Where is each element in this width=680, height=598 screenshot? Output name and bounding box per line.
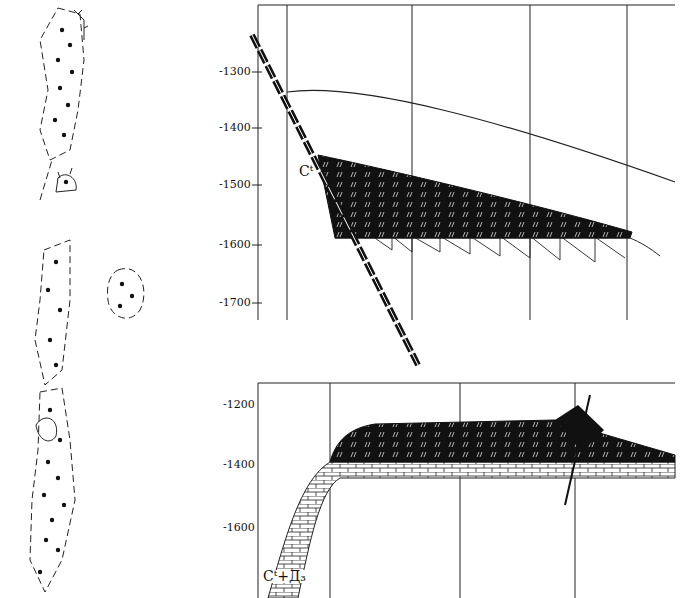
depth-label: -1200 (222, 398, 256, 411)
depth-label: -1600 (222, 521, 256, 534)
depth-label: -1700 (218, 296, 252, 309)
formation-label: Cᵗ (298, 165, 314, 178)
depth-label: -1500 (218, 178, 252, 191)
depth-label: -1400 (218, 121, 252, 134)
depth-label: -1300 (218, 65, 252, 78)
depth-label: -1600 (218, 238, 252, 251)
depth-label: -1400 (222, 458, 256, 471)
formation-label: Cᵗ+Д₃ (262, 570, 307, 583)
